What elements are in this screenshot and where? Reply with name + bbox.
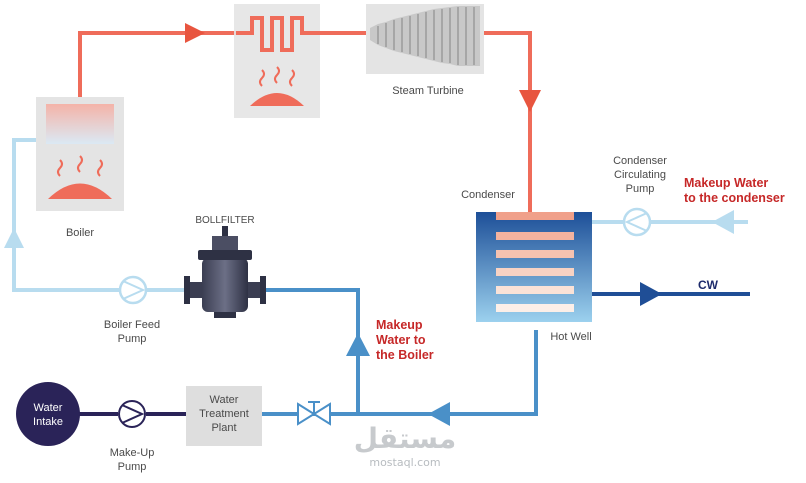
bollfilter	[184, 226, 266, 318]
return-arrow-left	[428, 402, 450, 426]
make-up-pump-label-1: Make-Up	[109, 447, 155, 459]
feed-water-line	[12, 138, 188, 292]
water-intake-label-2: Intake	[33, 416, 63, 428]
condenser-circulating-pump	[622, 207, 652, 237]
make-up-pump-label: Make-Up Pump	[100, 446, 164, 474]
steam-turbine-label: Steam Turbine	[392, 85, 464, 97]
makeup-boiler-label-2: Water to	[376, 333, 426, 347]
make-up-pump	[118, 400, 146, 428]
cooling-in-arrow	[712, 210, 734, 234]
condenser-pump-label-3: Pump	[625, 183, 655, 195]
boiler-feed-pump-label: Boiler Feed Pump	[92, 318, 172, 346]
makeup-condenser-label-2: to the condenser	[684, 191, 785, 205]
makeup-boiler-label-1: Makeup	[376, 318, 423, 332]
boiler-feed-pump-label-2: Pump	[117, 333, 147, 345]
watermark-site: mostaql.com	[369, 456, 441, 469]
bollfilter-label: BOLLFILTER	[195, 215, 255, 226]
condenser-pump-label: Condenser Circulating Pump	[592, 154, 688, 196]
watermark-logo: مستقل	[353, 422, 457, 455]
steam-arrow-right	[185, 23, 205, 43]
water-treatment-plant	[186, 386, 262, 446]
boiler	[36, 97, 124, 211]
water-treatment-label-3: Plant	[211, 422, 237, 434]
makeup-condenser-label: Makeup Water to the condenser	[684, 176, 804, 206]
feed-arrow-up	[4, 228, 24, 248]
makeup-condenser-label-1: Makeup Water	[684, 176, 769, 190]
water-intake-label-1: Water	[33, 402, 63, 414]
condenser-label: Condenser	[461, 189, 515, 201]
steam-turbine	[366, 4, 484, 74]
steam-arrow-down	[519, 90, 541, 112]
make-up-pump-label-2: Pump	[117, 461, 147, 473]
condenser-pump-label-2: Circulating	[614, 169, 666, 181]
boiler-feed-pump	[118, 275, 148, 305]
hot-well-label: Hot Well	[550, 331, 592, 343]
makeup-boiler-label: Makeup Water to the Boiler	[376, 318, 466, 363]
boiler-label: Boiler	[65, 227, 95, 239]
boiler-feed-pump-label-1: Boiler Feed	[103, 319, 161, 331]
water-treatment-label: Water Treatment Plant	[186, 393, 262, 435]
condenser	[476, 212, 592, 322]
makeup-boiler-label-3: the Boiler	[376, 348, 434, 362]
water-treatment-label-2: Treatment	[199, 408, 249, 420]
cw-arrow	[640, 282, 662, 306]
cw-label: CW	[698, 278, 718, 292]
valve-icon	[262, 401, 358, 426]
superheater	[234, 4, 320, 118]
condenser-pump-label-1: Condenser	[613, 155, 667, 167]
water-intake	[16, 382, 80, 446]
water-treatment-label-1: Water	[209, 394, 239, 406]
makeup-arrow-up	[346, 333, 370, 356]
water-intake-label: Water Intake	[18, 401, 78, 429]
